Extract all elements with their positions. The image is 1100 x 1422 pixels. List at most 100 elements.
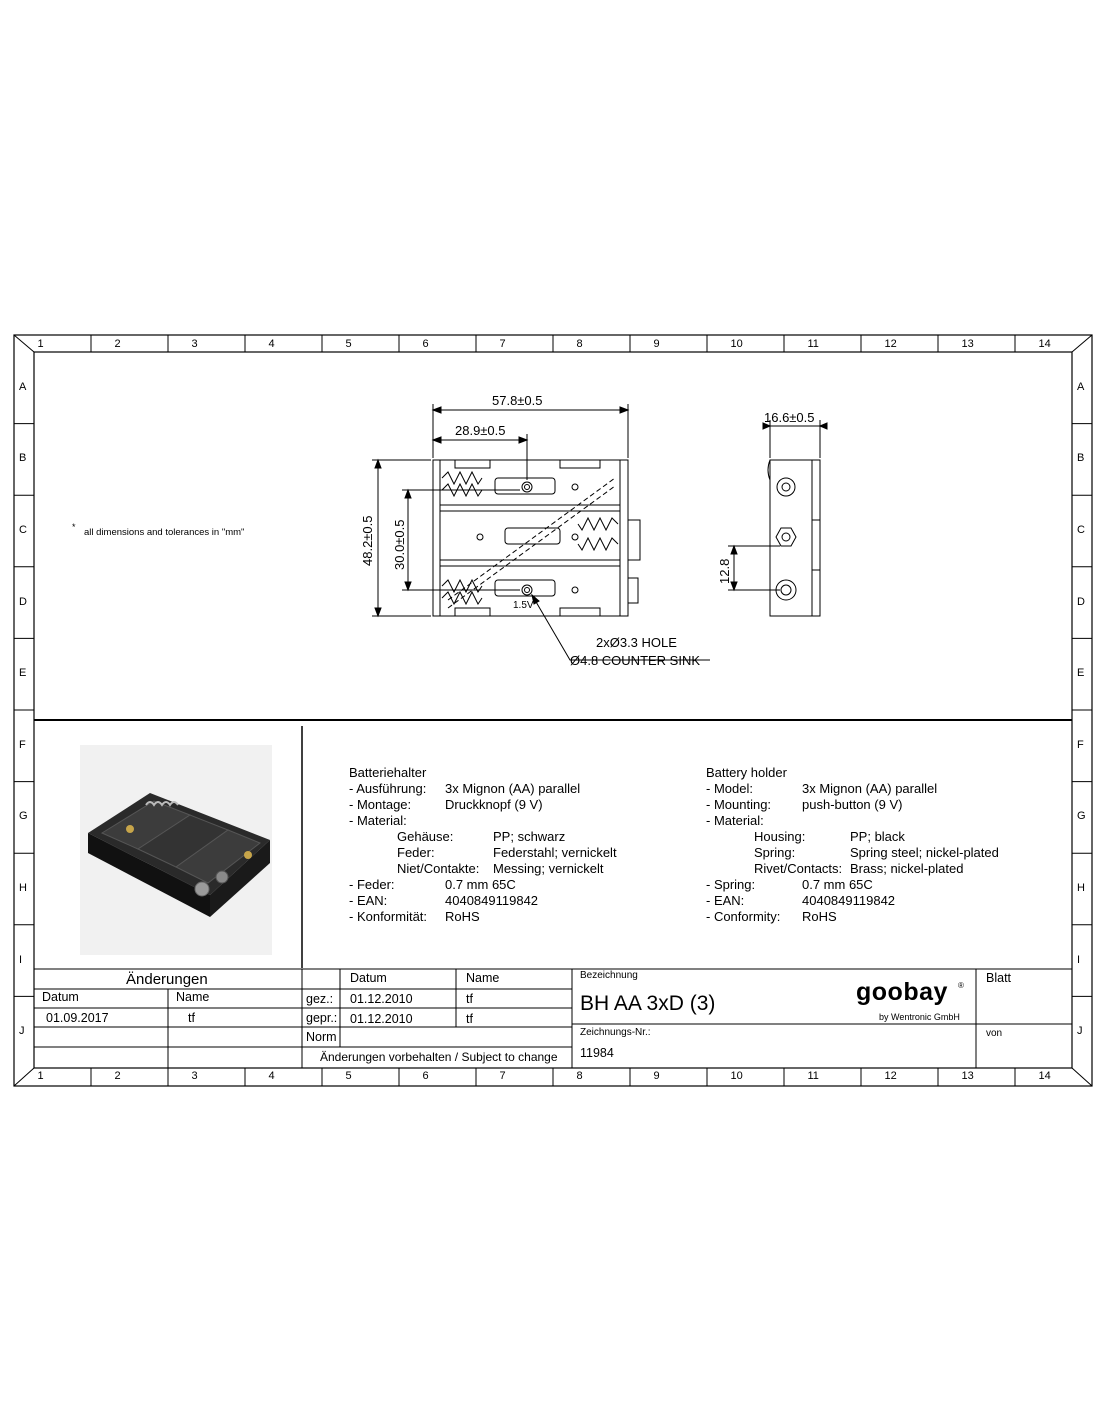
row-label-left-E: E	[19, 667, 27, 680]
logo-registered: ®	[958, 981, 964, 990]
column-label-top-2: 2	[114, 338, 121, 350]
row-label-right-E: E	[1077, 667, 1085, 680]
spec-label: Gehäuse:	[397, 829, 454, 844]
dim-width: 57.8±0.5	[492, 393, 543, 408]
row-label-right-D: D	[1077, 595, 1085, 608]
row-label-right-A: A	[1077, 380, 1085, 393]
spec-label: - Mounting:	[706, 797, 772, 812]
logo-wordmark: goobay	[856, 978, 948, 1006]
specs-en-title: Battery holder	[706, 765, 787, 780]
spec-label: - Spring:	[706, 877, 756, 892]
row-label-right-F: F	[1077, 738, 1084, 751]
note-asterisk: *	[72, 522, 76, 532]
row-label-left-J: J	[19, 1025, 25, 1038]
spec-value: 4040849119842	[445, 893, 539, 908]
drawing-no: 11984	[580, 1046, 614, 1060]
mounting-hole-1	[521, 481, 533, 493]
designation: BH AA 3xD (3)	[580, 992, 716, 1015]
row-label-right-J: J	[1077, 1025, 1083, 1038]
column-label-top-10: 10	[730, 338, 743, 350]
spec-value: push-button (9 V)	[802, 797, 903, 812]
logo-subline: by Wentronic GmbH	[879, 1012, 960, 1022]
row-label-right-I: I	[1077, 953, 1081, 966]
spec-value: PP; schwarz	[493, 829, 566, 844]
hole-note-2: Ø4.8 COUNTER SINK	[570, 653, 700, 668]
spec-value: Messing; vernickelt	[493, 861, 604, 876]
row-label-left-F: F	[19, 738, 26, 751]
specs-de-title: Batteriehalter	[349, 765, 427, 780]
column-label-bottom-10: 10	[730, 1070, 743, 1082]
checked-name: tf	[466, 1012, 473, 1026]
change-name: tf	[188, 1011, 195, 1025]
row-label-right-H: H	[1077, 882, 1085, 894]
spec-label: - Conformity:	[706, 909, 781, 924]
checked-date: 01.12.2010	[350, 1012, 413, 1026]
column-label-bottom-12: 12	[884, 1070, 897, 1082]
column-label-bottom-6: 6	[422, 1070, 429, 1082]
spec-label: Rivet/Contacts:	[754, 861, 843, 876]
column-label-bottom-8: 8	[576, 1070, 583, 1082]
of-label: von	[986, 1028, 1003, 1039]
sheet-label: Blatt	[986, 971, 1012, 985]
voltage-mark: 1.5V	[513, 600, 534, 611]
spec-value: PP; black	[850, 829, 905, 844]
column-label-top-3: 3	[191, 338, 198, 350]
drawn-name: tf	[466, 992, 473, 1006]
row-label-left-C: C	[19, 524, 27, 536]
spec-value: Federstahl; vernickelt	[493, 845, 617, 860]
column-label-top-8: 8	[576, 338, 583, 350]
column-label-bottom-2: 2	[114, 1070, 121, 1082]
row-label-right-C: C	[1077, 524, 1085, 536]
column-label-top-11: 11	[807, 338, 819, 350]
spring-2	[577, 516, 619, 532]
spec-label: Spring:	[754, 845, 796, 860]
row-label-left-D: D	[19, 595, 27, 608]
changes-header: Änderungen	[126, 971, 208, 988]
column-label-top-1: 1	[37, 338, 44, 350]
column-label-bottom-4: 4	[268, 1070, 275, 1082]
changes-col-date: Datum	[42, 990, 79, 1004]
column-label-top-6: 6	[422, 338, 429, 350]
spec-value: 0.7 mm 65C	[802, 877, 873, 892]
column-label-top-14: 14	[1038, 338, 1051, 350]
column-label-bottom-7: 7	[499, 1070, 506, 1082]
snap-button-hex	[775, 527, 797, 547]
drawn-label: gez.:	[306, 992, 334, 1006]
spec-label: - Material:	[349, 813, 407, 828]
dim-hole-spacing: 30.0±0.5	[392, 519, 407, 570]
column-label-bottom-3: 3	[191, 1070, 198, 1082]
spring-1	[441, 470, 483, 486]
mounting-hole-2	[521, 584, 533, 596]
row-label-left-G: G	[19, 810, 28, 823]
dim-side-width: 16.6±0.5	[764, 410, 815, 425]
spec-label: - Model:	[706, 781, 753, 796]
column-label-bottom-13: 13	[961, 1070, 974, 1082]
changes-col-name: Name	[176, 990, 210, 1004]
spec-label: - Ausführung:	[349, 781, 427, 796]
dim-height: 48.2±0.5	[360, 515, 375, 566]
col-date-header: Datum	[350, 971, 387, 985]
spec-label: - Montage:	[349, 797, 412, 812]
checked-label: gepr.:	[306, 1011, 338, 1025]
drawn-date: 01.12.2010	[350, 992, 413, 1006]
spec-label: Feder:	[397, 845, 435, 860]
spec-value: RoHS	[445, 909, 480, 924]
spec-value: Brass; nickel-plated	[850, 861, 964, 876]
spec-value: 3x Mignon (AA) parallel	[445, 781, 581, 796]
column-label-bottom-14: 14	[1038, 1070, 1051, 1082]
specs-english: Battery holder - Model: 3x Mignon (AA) pa…	[706, 766, 1046, 932]
column-label-top-12: 12	[884, 338, 897, 350]
column-label-bottom-11: 11	[807, 1070, 819, 1082]
spec-value: 3x Mignon (AA) parallel	[802, 781, 938, 796]
spec-label: Niet/Contakte:	[397, 861, 480, 876]
dim-side-offset: 12.8	[717, 559, 732, 584]
row-label-left-B: B	[19, 452, 27, 465]
column-label-top-5: 5	[345, 338, 352, 350]
designation-label: Bezeichnung	[580, 970, 638, 981]
change-date: 01.09.2017	[46, 1011, 109, 1025]
spec-label: - EAN:	[706, 893, 745, 908]
column-label-bottom-1: 1	[37, 1070, 44, 1082]
